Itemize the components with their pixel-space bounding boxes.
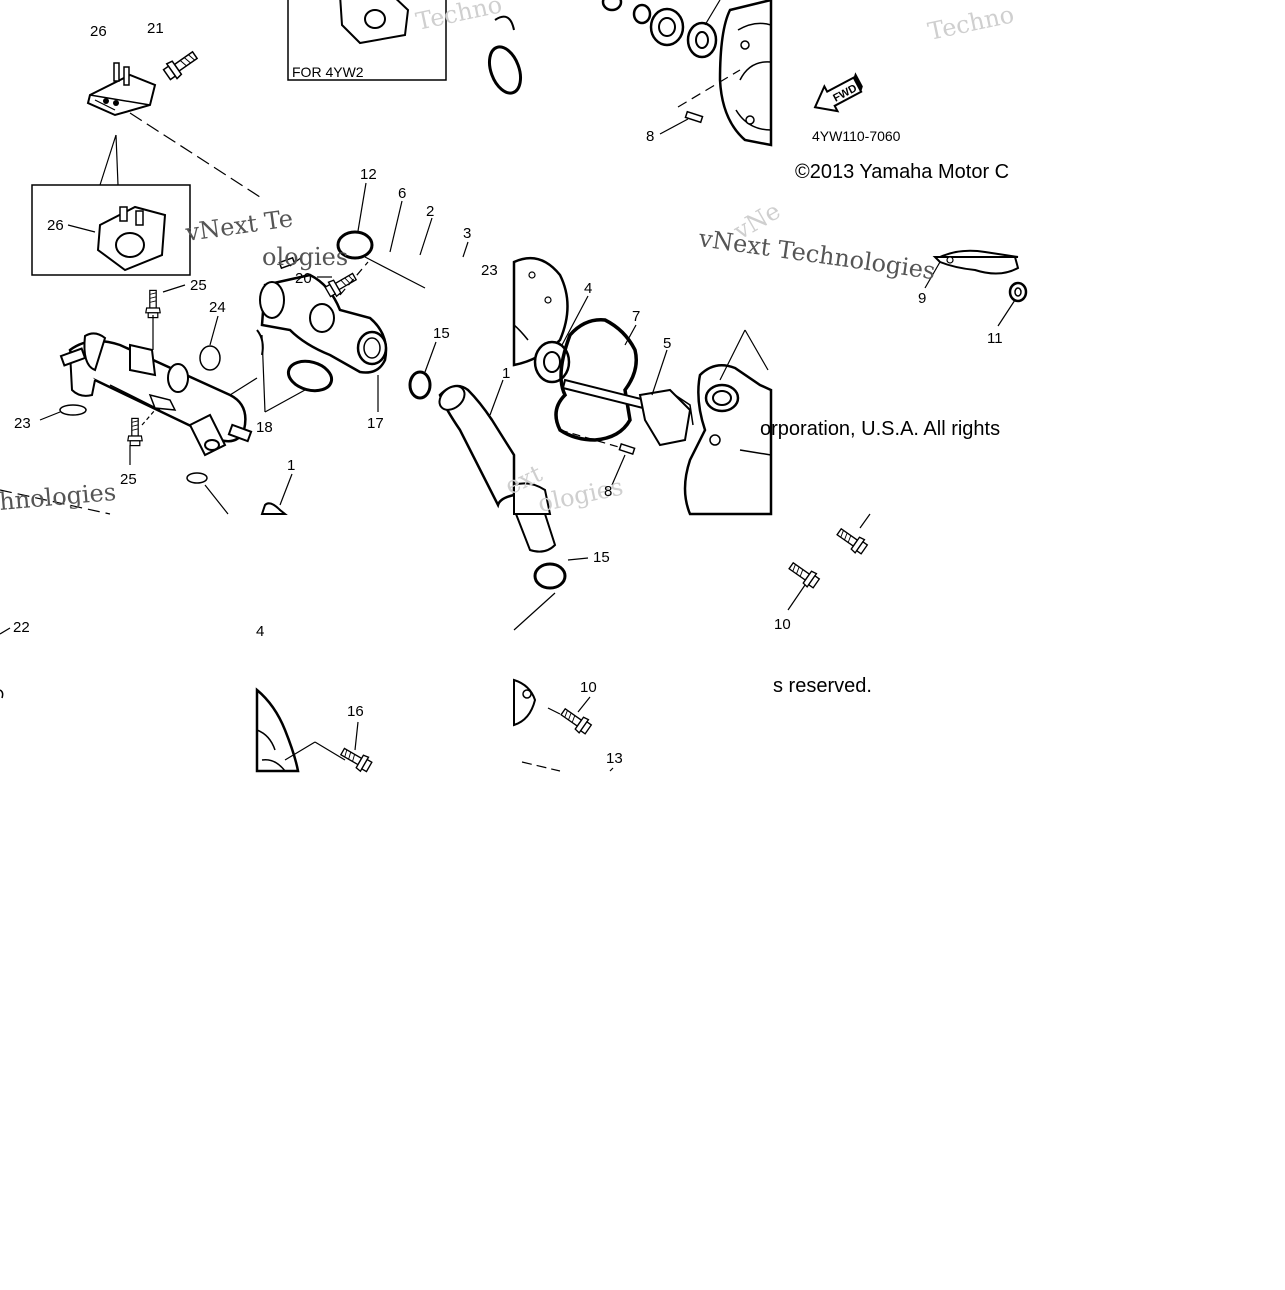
bolt-10-lower-part	[785, 558, 822, 591]
callout-18: 18	[256, 419, 273, 436]
callout-7: 7	[632, 308, 640, 325]
callout-12: 12	[360, 166, 377, 183]
tile-k	[255, 687, 374, 775]
callout-25-lower: 25	[120, 471, 137, 488]
watermark-5: ologies	[262, 243, 348, 271]
callout-4-lower: 4	[256, 623, 264, 640]
tile-b	[287, 0, 523, 267]
tile-c	[601, 0, 773, 147]
callout-3: 3	[463, 225, 471, 242]
tile-f	[256, 256, 516, 515]
callout-1-upper: 1	[502, 365, 510, 382]
callout-23-lower: 23	[14, 415, 31, 432]
watermark-2: Techno	[925, 0, 1016, 46]
tile-j	[0, 627, 11, 699]
callout-24: 24	[209, 299, 226, 316]
tile-d: FWD 4YW110-7060 ©2013 Yamaha Motor C	[795, 72, 1019, 258]
watermark-4: vNext Te	[183, 204, 295, 247]
callout-13: 13	[606, 750, 623, 767]
diagram-code: 4YW110-7060	[812, 128, 901, 144]
callout-10-right: 10	[774, 616, 791, 633]
callout-26: 26	[90, 23, 107, 40]
callout-2: 2	[426, 203, 434, 220]
tile-a	[31, 46, 261, 276]
tile-g	[512, 256, 773, 516]
callout-15-lower: 15	[593, 549, 610, 566]
callout-1-lower: 1	[287, 457, 295, 474]
callout-9: 9	[918, 290, 926, 307]
callout-23-upper: 23	[481, 262, 498, 279]
callout-8: 8	[646, 128, 654, 145]
bolt-10-bottom-part	[557, 704, 594, 737]
bolt-10-upper-part	[833, 524, 870, 557]
watermark-6: vNext Technologies	[696, 224, 937, 285]
tile-l	[513, 513, 614, 772]
callout-11: 11	[987, 330, 1003, 347]
callout-5: 5	[663, 335, 671, 352]
callout-20: 20	[295, 270, 312, 287]
tile-h: orporation, U.S.A. All rights	[760, 256, 1028, 440]
inset-label: FOR 4YW2	[292, 64, 364, 80]
callout-4-upper: 4	[584, 280, 592, 297]
fwd-arrow-icon: FWD	[813, 72, 863, 113]
tile-e	[0, 284, 258, 515]
tile-i: s reserved.	[773, 513, 872, 697]
callout-15-upper: 15	[433, 325, 450, 342]
watermark-1: Techno	[413, 0, 504, 36]
copyright-line-2: orporation, U.S.A. All rights	[760, 418, 1000, 440]
callout-labels: 26 21 26 8 12 6 2 3 23 20 25 24 15 4 7 5…	[13, 20, 1003, 767]
bolt-25-top-part	[145, 289, 161, 319]
bolt-25-bottom-part	[127, 417, 143, 447]
callout-21: 21	[147, 20, 164, 37]
callout-16: 16	[347, 703, 364, 720]
callout-6: 6	[398, 185, 406, 202]
callout-26-inset: 26	[47, 217, 64, 234]
copyright-line-3: s reserved.	[773, 675, 872, 697]
bolt-21-part	[161, 46, 201, 83]
callout-25-upper: 25	[190, 277, 207, 294]
callout-17: 17	[367, 415, 384, 432]
callout-10-bottom: 10	[580, 679, 597, 696]
callout-22: 22	[13, 619, 30, 636]
copyright-line-1: ©2013 Yamaha Motor C	[795, 161, 1009, 183]
bracket-26-part	[86, 62, 157, 117]
callout-8-lower: 8	[604, 483, 612, 500]
watermark-7: hnologies	[0, 478, 117, 516]
